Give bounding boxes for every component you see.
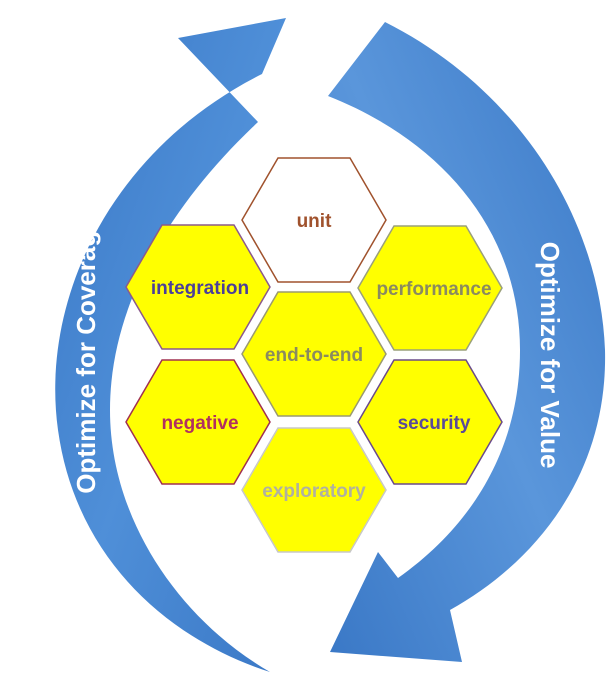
hexagon-exploratory-label: exploratory [262, 481, 366, 502]
hexagon-end-to-end-label: end-to-end [265, 345, 363, 366]
hexagon-security-label: security [398, 413, 471, 434]
right-arrow-label: Optimize for Value [535, 242, 565, 469]
hexagon-unit-label: unit [297, 211, 332, 232]
left-arrow-label: Optimize for Coverage [71, 216, 101, 493]
left-cycle-arrow: Optimize for Coverage [55, 18, 286, 672]
hexagon-unit: unit [241, 157, 387, 283]
hexagon-performance: performance [357, 225, 503, 351]
hexagon-security-shape [357, 359, 503, 485]
hexagon-security: security [357, 359, 503, 485]
hexagon-negative-label: negative [161, 413, 238, 434]
left-arrow-shape [55, 18, 286, 672]
hexagon-cluster: unit integration performance end-to-end … [125, 157, 503, 553]
hexagon-performance-shape [357, 225, 503, 351]
hexagon-exploratory-shape [241, 427, 387, 553]
hexagon-integration-label: integration [151, 278, 249, 299]
hexagon-exploratory: exploratory [241, 427, 387, 553]
hexagon-performance-label: performance [376, 279, 491, 300]
hexagon-negative: negative [125, 359, 271, 485]
right-arrow-shape [328, 22, 606, 662]
hexagon-end-to-end: end-to-end [241, 291, 387, 417]
hexagon-integration-shape [125, 224, 271, 350]
hexagon-unit-shape [241, 157, 387, 283]
hexagon-integration: integration [125, 224, 271, 350]
hexagon-end-to-end-shape [241, 291, 387, 417]
right-cycle-arrow: Optimize for Value [328, 22, 606, 662]
hexagon-negative-shape [125, 359, 271, 485]
